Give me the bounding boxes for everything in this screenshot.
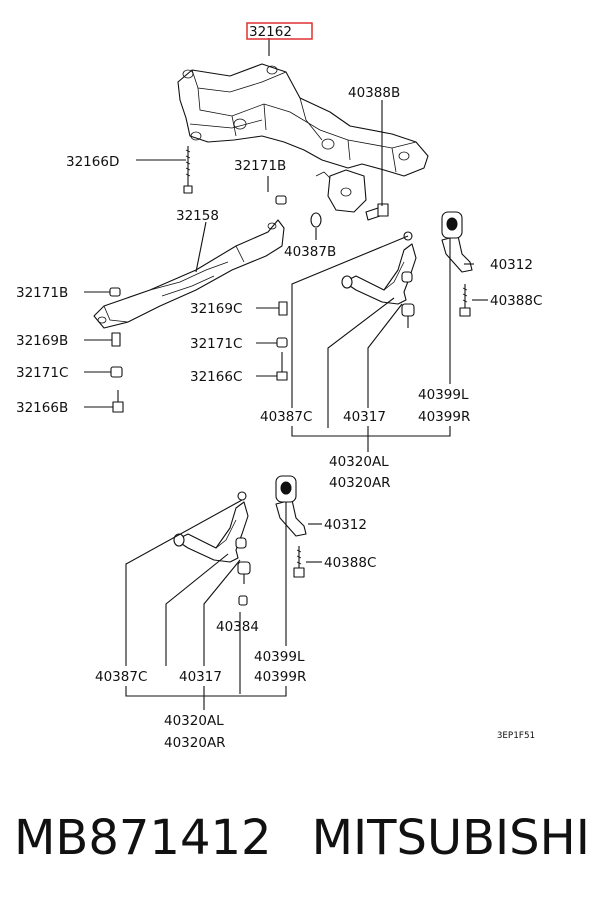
leader-lines bbox=[84, 38, 488, 710]
label-40320AR-lower: 40320AR bbox=[164, 735, 226, 751]
label-32166B: 32166B bbox=[16, 400, 68, 416]
label-40320AL-lower: 40320AL bbox=[164, 713, 224, 729]
label-32166D: 32166D bbox=[66, 154, 119, 170]
part-number: MB871412 bbox=[14, 810, 272, 866]
upper-arm-assembly-drawing bbox=[341, 211, 473, 328]
label-40388C-lower: 40388C bbox=[324, 555, 376, 571]
label-32166C: 32166C bbox=[190, 369, 242, 385]
label-40388C-upper: 40388C bbox=[490, 293, 542, 309]
label-32158: 32158 bbox=[176, 208, 219, 224]
label-40387C-lower: 40387C bbox=[95, 669, 147, 685]
label-40399R-lower: 40399R bbox=[254, 669, 306, 685]
diagram-code: 3EP1F51 bbox=[497, 731, 535, 741]
label-40399R-upper: 40399R bbox=[418, 409, 470, 425]
label-40388B: 40388B bbox=[348, 85, 400, 101]
label-40312-lower: 40312 bbox=[324, 517, 367, 533]
label-40384: 40384 bbox=[216, 619, 259, 635]
crossmember-drawing bbox=[177, 63, 429, 213]
label-40387C-upper: 40387C bbox=[260, 409, 312, 425]
hardware-drawing bbox=[109, 146, 389, 413]
label-32162: 32162 bbox=[249, 24, 292, 40]
parts-diagram: 32162 40388B 32166D 32171B 32158 40387B … bbox=[16, 22, 542, 751]
stay-bar-drawing bbox=[93, 219, 285, 329]
label-40317-upper: 40317 bbox=[343, 409, 386, 425]
lower-arm-assembly-drawing bbox=[173, 475, 307, 606]
label-40317-lower: 40317 bbox=[179, 669, 222, 685]
label-32171C-left: 32171C bbox=[16, 365, 68, 381]
label-40320AR-upper: 40320AR bbox=[329, 475, 391, 491]
label-32171C-mid: 32171C bbox=[190, 336, 242, 352]
label-32169C: 32169C bbox=[190, 301, 242, 317]
brand-name: MITSUBISHI bbox=[311, 810, 590, 866]
footer-caption: MB871412 MITSUBISHI bbox=[14, 808, 594, 868]
part-labels: 32162 40388B 32166D 32171B 32158 40387B … bbox=[16, 24, 542, 751]
label-40399L-lower: 40399L bbox=[254, 649, 305, 665]
label-40399L-upper: 40399L bbox=[418, 387, 469, 403]
highlight-box bbox=[246, 22, 313, 40]
label-32171B-left: 32171B bbox=[16, 285, 68, 301]
label-40320AL-upper: 40320AL bbox=[329, 454, 389, 470]
label-32169B: 32169B bbox=[16, 333, 68, 349]
label-32171B-top: 32171B bbox=[234, 158, 286, 174]
label-40312-upper: 40312 bbox=[490, 257, 533, 273]
label-40387B: 40387B bbox=[284, 244, 336, 260]
